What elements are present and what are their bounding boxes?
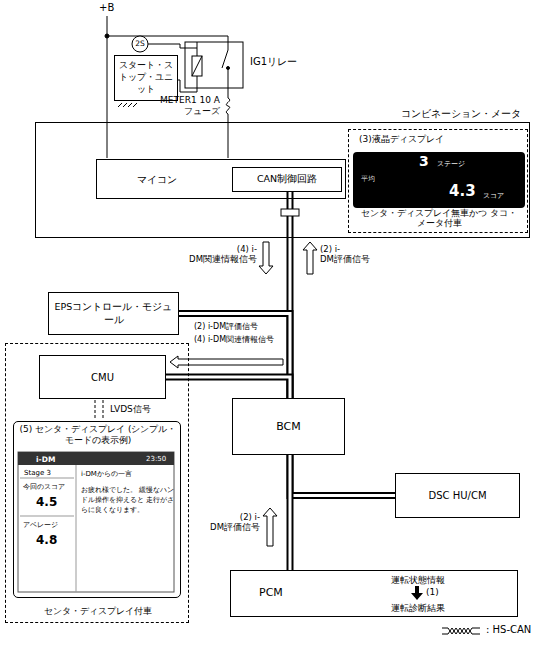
stage-number: 3 — [419, 153, 429, 169]
node-label: マイコン — [137, 173, 177, 187]
signal-label: (4) i-DM関連情報信号 — [194, 334, 274, 345]
signal-label: LVDS信号 — [110, 403, 151, 416]
display-screen — [18, 452, 174, 592]
score-title: 今回のスコア — [23, 483, 65, 492]
module-name: PCM — [259, 586, 283, 599]
average-value: 4.8 — [36, 533, 57, 547]
node-label: CMU — [91, 372, 114, 383]
input-info: 運転状態情報 — [391, 574, 445, 587]
score-value: 4.5 — [36, 495, 57, 509]
connector-circle — [132, 36, 148, 52]
node-label: コンビネーション・メータ — [401, 107, 521, 121]
display-region: センタ・ディスプレイ無車かつ タコ・メータ付車 (3)液晶ディスプレイ 3 ステージ平… — [348, 129, 528, 233]
connector-number: 2S — [133, 39, 147, 48]
hs-can-line — [290, 455, 291, 570]
hs-can-line — [179, 314, 290, 399]
lvds-line — [95, 400, 103, 420]
clock-text: 23:50 — [146, 455, 166, 463]
module-box: BCM — [232, 398, 345, 455]
legend-sample — [440, 624, 482, 638]
message-title: i-DMからの一言 — [81, 469, 132, 479]
display-unit-box: (5) センタ・ディスプレイ (シンプル・モードの表示例) i-DM 23:50St… — [13, 421, 181, 598]
signal-label: (2) i-DM評価信号 — [190, 512, 260, 532]
fuse-label: METER1 10 A フューズ — [150, 95, 220, 117]
signal-arrow — [263, 508, 277, 546]
display-region: センタ・ディスプレイ付車 CMU (5) センタ・ディスプレイ (シンプル・モードの… — [5, 343, 189, 623]
relay-housing — [185, 42, 243, 88]
lcd-screen: (3)液晶ディスプレイ3ステージ平均4.3スコア — [353, 152, 525, 208]
node-label: センタ・ディスプレイ付車 — [6, 605, 190, 618]
terminating-resistor — [281, 209, 299, 216]
switch-contact — [227, 67, 230, 70]
output-info: 運転診断結果 — [391, 602, 445, 615]
app-title: i-DM — [36, 455, 55, 464]
display-title: (3)液晶ディスプレイ — [359, 133, 444, 146]
score-text: スコア — [483, 191, 504, 201]
unit-box: スタート・ストップ・ユニット — [114, 55, 178, 101]
supply-label: +B — [99, 2, 114, 13]
signal-arrow — [303, 242, 317, 274]
signal-arrow — [170, 356, 283, 368]
display-title: (5) センタ・ディスプレイ (シンプル・モードの表示例) — [16, 424, 180, 447]
supply-wire — [107, 16, 228, 158]
micom-box: マイコン CAN制御回路 — [96, 159, 346, 199]
module-box: EPSコントロール・モジュール — [48, 292, 179, 335]
relay-coil-mark — [192, 42, 202, 88]
fuse-wire — [226, 88, 229, 158]
legend-text: : HS-CAN — [486, 624, 531, 635]
module-box: DSC HU/CM — [395, 473, 520, 518]
hs-can-line — [166, 377, 290, 398]
display-divider — [20, 465, 76, 592]
message-text: お疲れ様でした。 緩慢なハンドル操作を抑えると 走行がさらに良くなります。 — [81, 485, 175, 515]
node-label: センタ・ディスプレイ無車かつ タコ・メータ付車 — [349, 208, 529, 229]
junction-dot — [105, 34, 109, 38]
score-value: 4.3 — [449, 182, 476, 200]
display-header-bar — [18, 452, 174, 465]
node-label: CAN制御回路 — [257, 173, 317, 186]
node-label: EPSコントロール・モジュール — [51, 301, 176, 327]
process-arrow-head — [411, 593, 423, 600]
stage-text: Stage 3 — [24, 469, 51, 477]
average-title: アベレージ — [23, 521, 58, 530]
can-circuit-box: CAN制御回路 — [232, 167, 342, 192]
average-text: 平均 — [361, 175, 375, 184]
callout-number: (1) — [426, 587, 439, 597]
relay-label: IG1リレー — [250, 55, 297, 69]
node-label: BCM — [276, 420, 301, 433]
process-arrow — [415, 586, 419, 594]
module-box: PCM 運転状態情報(1) 運転診断結果 — [230, 570, 518, 617]
node-label: スタート・ストップ・ユニット — [117, 60, 175, 96]
meter-housing: コンビネーション・メータマイコンCAN制御回路センタ・ディスプレイ無車かつ タコ… — [35, 122, 530, 238]
signal-label: (2) i-DM評価信号 — [194, 321, 258, 332]
module-box: CMU — [39, 355, 166, 399]
hs-can-line — [290, 455, 395, 496]
signal-label: (4) i-DM関連情報信号 — [172, 244, 257, 264]
signal-label: (2) i-DM評価信号 — [320, 244, 380, 264]
stage-text: ステージ — [437, 159, 465, 169]
signal-arrow — [259, 242, 273, 274]
node-label: DSC HU/CM — [428, 490, 486, 501]
